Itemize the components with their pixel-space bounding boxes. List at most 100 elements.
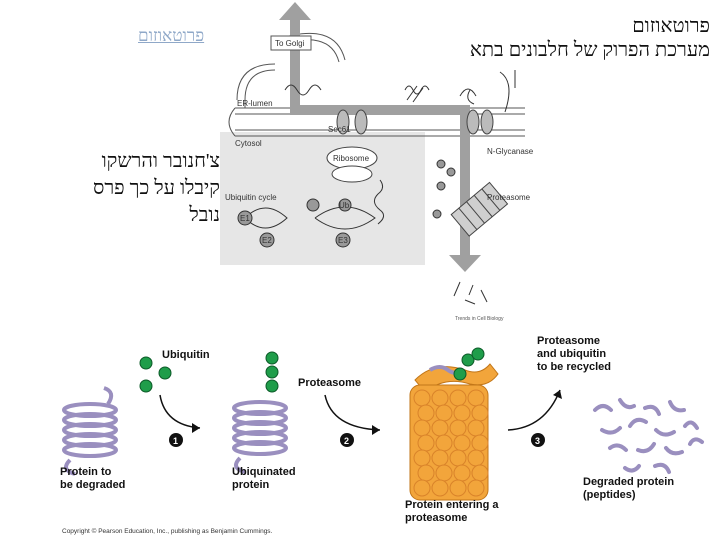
- cytosol-label: Cytosol: [235, 139, 262, 148]
- step-1-arrow: [159, 394, 201, 429]
- step-1-number: 1: [173, 436, 178, 446]
- degraded-label-line-2: (peptides): [583, 489, 636, 501]
- proteasome-subunit: [431, 419, 449, 437]
- recycled-label-line-2: and ubiquitin: [537, 348, 606, 360]
- ub-label: Ub: [339, 201, 350, 210]
- sec61-label: Sec61: [328, 125, 351, 134]
- ubiquitin-bead-entering: [471, 347, 485, 361]
- proteasome-subunit: [453, 404, 471, 422]
- ubiquitin-chain-bead: [265, 351, 279, 365]
- ubiquitin-bead: [158, 366, 172, 380]
- step-2-arrow: [324, 394, 381, 431]
- upper-proteasome-rings: [458, 188, 501, 230]
- step-3-number: 3: [535, 436, 540, 446]
- proteasome-subunit: [453, 464, 471, 482]
- ub-bead: [436, 159, 446, 169]
- credit-label: Trends in Cell Biology: [455, 316, 504, 322]
- upper-proteasome-body: [450, 181, 509, 237]
- ubiq-label-line-1: Ubiquinated: [232, 466, 296, 478]
- proteasome-subunit: [413, 389, 431, 407]
- proteasome-subunit: [435, 434, 453, 452]
- channel-right-left: [466, 109, 480, 135]
- ubiquitin-cycle-panel: [220, 132, 425, 265]
- step-2-arrowhead: [372, 425, 380, 435]
- peptide-fragments-upper: [453, 281, 488, 305]
- ubiquitin-chain-bead: [265, 379, 279, 393]
- cytosol-protein-coil: [374, 179, 384, 225]
- protein-coil: [62, 386, 118, 476]
- er-membrane-curve: [236, 63, 276, 108]
- erad-diagram: To Golgi ER-lumen Sec61 Cytosol Ribosome…: [220, 2, 534, 322]
- ubiquitin-chain-bead: [265, 365, 279, 379]
- proteasome-subunit: [449, 449, 467, 467]
- degraded-peptides: [593, 398, 704, 474]
- step-2-number: 2: [344, 436, 349, 446]
- ribosome-small: [331, 165, 373, 183]
- ubiquitin-bead-entering: [461, 353, 475, 367]
- degradation-path-arrow: [290, 105, 481, 272]
- degraded-label-line-1: Degraded protein: [583, 476, 674, 488]
- proteasome-subunit: [417, 464, 435, 482]
- protein-label-line-2: be degraded: [60, 479, 125, 491]
- step-3-badge: [531, 433, 545, 447]
- step-1-arrowhead: [192, 423, 200, 433]
- upper-proteasome: [450, 181, 509, 237]
- entering-label-line-1: Protein entering a: [405, 499, 499, 511]
- proteasome-subunit: [417, 434, 435, 452]
- ubiquitin-cycle-label: Ubiquitin cycle: [225, 193, 277, 202]
- step-3-arrowhead: [553, 390, 562, 399]
- proteasome-subunit: [431, 479, 449, 497]
- title-line-2: מערכת הפרוק של חלבונים בתא: [469, 39, 710, 61]
- proteasome-subunit: [449, 419, 467, 437]
- proteasome-subunit: [435, 464, 453, 482]
- proteasome-subunits: [413, 389, 489, 497]
- proteasome-subunit: [467, 479, 485, 497]
- proteasome-subunit: [467, 389, 485, 407]
- ub-bead: [432, 209, 442, 219]
- step-2-badge: [340, 433, 354, 447]
- page-title: פרוטאוזום מערכת הפרוק של חלבונים בתא: [400, 14, 710, 62]
- proteasome-subunit: [449, 389, 467, 407]
- proteasome-subunit: [431, 449, 449, 467]
- proteasome-subunit: [449, 479, 467, 497]
- nobel-line-2: קיבלו על כך פרס: [92, 177, 220, 199]
- proteasome-subunit: [471, 404, 489, 422]
- ubiquinated-protein-coil: [232, 400, 288, 474]
- ubiquitin-cycle-loop-2: [314, 206, 376, 230]
- sec61-channel-right: [354, 109, 368, 135]
- recycled-label-line-3: to be recycled: [537, 361, 611, 373]
- proteasome-subunit: [471, 434, 489, 452]
- to-golgi-arrow: [279, 2, 311, 105]
- er-lumen-label: ER-lumen: [237, 99, 273, 108]
- ub-marker: [338, 198, 352, 212]
- copyright-text: Copyright © Pearson Education, Inc., pub…: [62, 528, 273, 535]
- ubiq-label-line-2: protein: [232, 479, 270, 491]
- proteasome-subunit: [417, 404, 435, 422]
- ubiquitin-cycle-loop: [244, 207, 288, 229]
- e1-enzyme: [237, 210, 253, 226]
- lumen-protein-3: [459, 88, 477, 105]
- proteasome-subunit: [435, 404, 453, 422]
- to-golgi-label: To Golgi: [275, 39, 305, 48]
- proteasome-label-upper: Proteasome: [487, 193, 531, 202]
- step-3-arrow: [507, 389, 561, 431]
- e2-enzyme: [259, 232, 275, 248]
- n-glycanase-label: N-Glycanase: [487, 147, 534, 156]
- ubiquitin-bead: [139, 379, 153, 393]
- ubiquitin-bead-entering: [453, 367, 467, 381]
- e3-enzyme: [335, 232, 351, 248]
- nobel-line-3: נובל: [189, 204, 220, 226]
- nobel-note: צ'חנובר והרשקו קיבלו על כך פרס נובל: [30, 148, 220, 229]
- proteasome-subunit: [467, 449, 485, 467]
- sec61-channel-left: [336, 109, 350, 135]
- proteasome-link[interactable]: פרוטאוזום: [138, 26, 205, 45]
- ubiquitin-bead: [139, 356, 153, 370]
- entering-label-line-2: proteasome: [405, 512, 467, 524]
- ub-marker: [306, 198, 320, 212]
- recycled-label-line-1: Proteasome: [537, 335, 600, 347]
- proteasome-pathway-diagram: Ubiquitin Protein to be degraded 1 Ubiqu…: [60, 335, 704, 524]
- ub-bead: [446, 167, 456, 177]
- step-1-badge: [169, 433, 183, 447]
- ub-bead: [436, 181, 446, 191]
- lumen-protein-1: [284, 84, 322, 96]
